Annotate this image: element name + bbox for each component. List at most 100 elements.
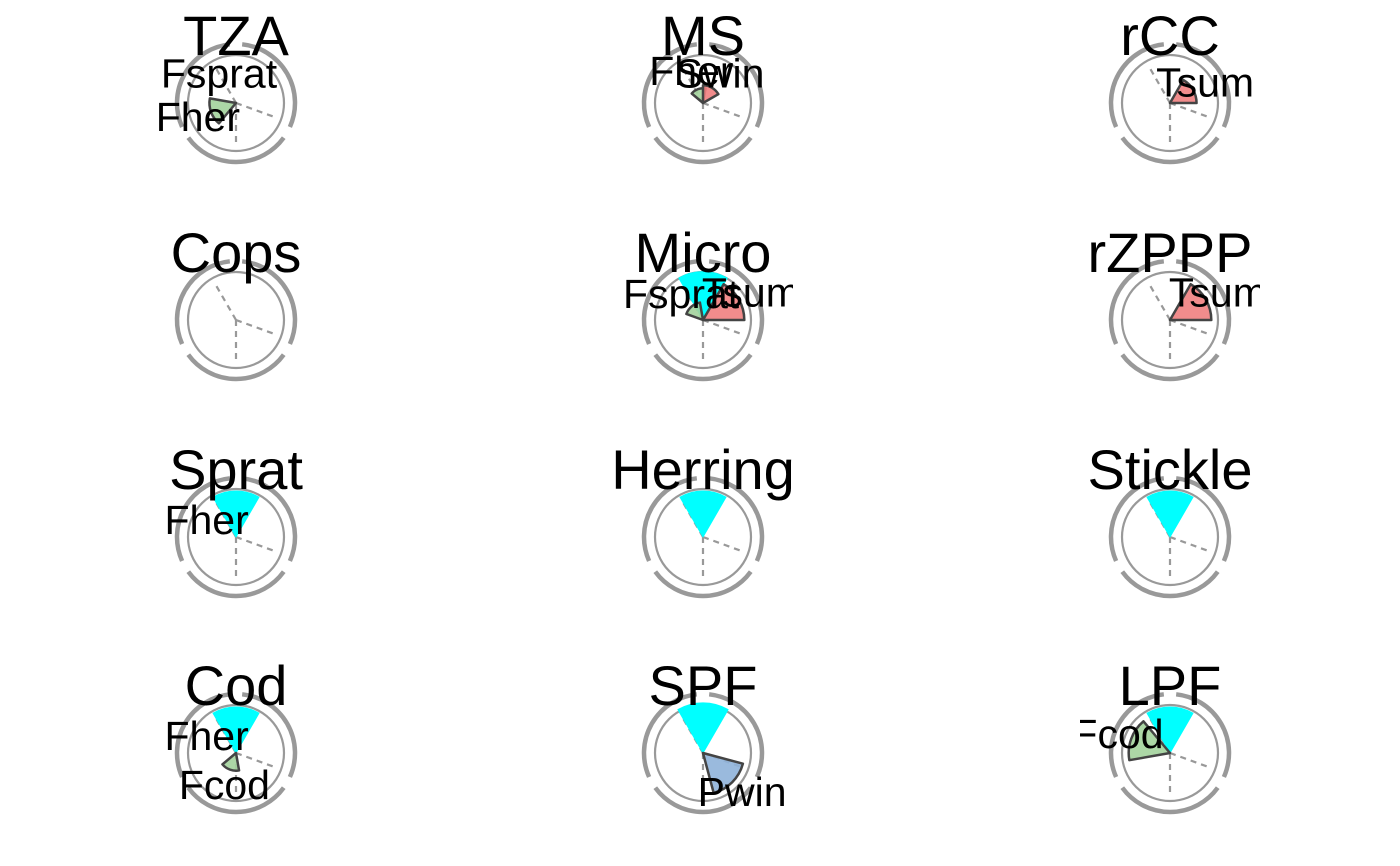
chart-panel: Stickle <box>1088 438 1253 599</box>
outer-ring-segment <box>708 476 765 562</box>
panel-title: Micro <box>635 221 772 284</box>
outer-ring-segment <box>653 353 753 382</box>
outer-ring-segment <box>186 570 286 599</box>
wedge-fher <box>208 97 238 125</box>
inner-ring <box>186 270 286 370</box>
dashed-spoke <box>1169 535 1212 554</box>
outer-ring-segment <box>1108 476 1165 562</box>
outer-ring-segment <box>653 786 753 815</box>
wedge-label: Fher <box>164 497 248 543</box>
dashed-spoke <box>235 318 278 337</box>
chart-panel: Pwin SPF <box>641 654 787 815</box>
wedge-label: Fher <box>164 713 248 759</box>
inner-ring <box>1120 53 1220 153</box>
panel-title: TZA <box>183 4 289 67</box>
panel-title: Cod <box>185 654 288 717</box>
outer-ring-segment <box>1108 259 1165 345</box>
outer-ring-segment <box>653 136 753 165</box>
inner-ring <box>653 487 753 587</box>
outer-ring-segment <box>241 42 298 128</box>
outer-ring-segment <box>641 692 698 778</box>
wedge-self <box>212 706 260 754</box>
dashed-spoke <box>1147 64 1171 104</box>
outer-ring-segment <box>174 476 231 562</box>
panel-title: LPF <box>1119 654 1222 717</box>
panel-title: Sprat <box>169 438 303 501</box>
panel-title: Stickle <box>1088 438 1253 501</box>
outer-ring-segment <box>708 42 765 128</box>
wedge-label: Fsprat <box>623 271 740 317</box>
wedge-self <box>679 490 727 538</box>
wedge-label: Fher <box>156 94 240 140</box>
wedge-label: Pwin <box>698 769 787 815</box>
outer-ring-segment <box>186 136 286 165</box>
panel-title: SPF <box>649 654 758 717</box>
wedge-self <box>678 271 728 321</box>
inner-ring <box>653 53 753 153</box>
outer-ring-segment <box>1120 353 1220 382</box>
outer-ring-segment <box>174 42 231 128</box>
wedge-label: Fsprat <box>161 51 278 97</box>
wedge-self <box>1146 490 1194 538</box>
dashed-spoke <box>702 318 745 337</box>
panel-title: Herring <box>611 438 795 501</box>
outer-ring-segment <box>186 786 286 815</box>
dashed-spoke <box>1169 101 1212 120</box>
wedge-pwin <box>701 751 745 795</box>
outer-ring-segment <box>1120 570 1220 599</box>
dashed-spoke <box>235 535 278 554</box>
panel-title: rCC <box>1120 4 1220 67</box>
dashed-spoke <box>235 751 278 770</box>
wedge-self <box>677 702 729 754</box>
wedge-tsum <box>1168 78 1198 105</box>
outer-ring-segment <box>1108 42 1165 128</box>
outer-ring-segment <box>653 570 753 599</box>
dashed-spoke <box>213 281 237 321</box>
panel-title: rZPPP <box>1088 221 1253 284</box>
outer-ring-segment <box>241 692 298 778</box>
wedge-label: Tsum <box>1156 60 1254 106</box>
outer-ring-segment <box>708 259 765 345</box>
dashed-spoke <box>1169 318 1212 337</box>
outer-ring-segment <box>1175 42 1232 128</box>
dashed-spoke <box>1169 751 1212 770</box>
outer-ring-segment <box>1108 692 1165 778</box>
chart-panel: Cops <box>171 221 302 382</box>
outer-ring-segment <box>708 692 765 778</box>
wedge-label: Fher <box>649 48 733 94</box>
outer-ring-segment <box>1175 476 1232 562</box>
outer-ring-segment <box>1120 786 1220 815</box>
wedge-swin <box>701 84 720 105</box>
outer-ring-segment <box>1120 136 1220 165</box>
wedge-label: Fcod <box>1072 711 1163 757</box>
outer-ring-segment <box>641 42 698 128</box>
wedge-self <box>1146 706 1194 754</box>
panel-title: Cops <box>171 221 302 284</box>
outer-ring-segment <box>1175 692 1232 778</box>
inner-ring <box>1120 270 1220 370</box>
wedge-fcod <box>221 751 241 772</box>
outer-ring-segment <box>241 259 298 345</box>
dashed-spoke <box>1147 281 1171 321</box>
wedge-label: Tsum <box>702 269 800 315</box>
dashed-spoke <box>235 101 278 120</box>
panel-title: MS <box>661 4 745 67</box>
outer-ring-segment <box>174 692 231 778</box>
wedge-fcod <box>1127 720 1172 762</box>
wedge-tsum <box>1168 282 1213 322</box>
dashed-spoke <box>213 64 237 104</box>
outer-ring-segment <box>641 476 698 562</box>
dashed-spoke <box>680 64 704 104</box>
wedge-label: Swin <box>676 51 765 97</box>
wedge-fsprat <box>685 301 705 322</box>
chart-panel: Herring <box>611 438 795 599</box>
outer-ring-segment <box>1175 259 1232 345</box>
inner-ring <box>186 53 286 153</box>
